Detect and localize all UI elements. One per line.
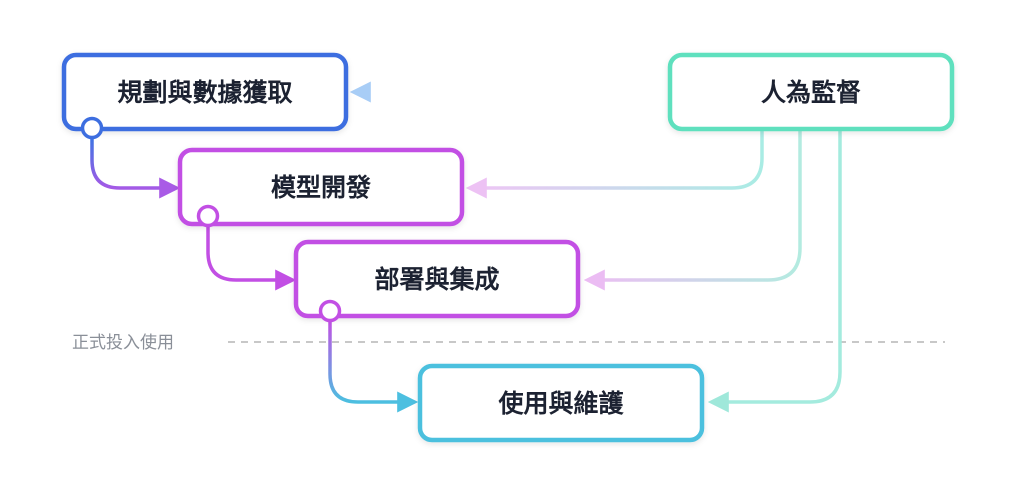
connector-planning-to-development xyxy=(90,138,181,199)
stage-operations: 使用與維護 xyxy=(417,363,705,443)
development-output-dot xyxy=(196,204,220,228)
production-label: 正式投入使用 xyxy=(72,332,174,353)
stage-deployment-label: 部署與集成 xyxy=(374,265,499,294)
oversight: 人為監督 xyxy=(667,52,955,132)
connector-oversight-to-development xyxy=(465,128,764,199)
stage-deployment: 部署與集成 xyxy=(293,239,581,319)
stage-planning: 規劃與數據獲取 xyxy=(61,52,349,132)
stage-deployment-box xyxy=(293,239,581,319)
oversight-box xyxy=(667,52,955,132)
stage-planning-box xyxy=(61,52,349,132)
connector-oversight-to-deployment xyxy=(583,128,802,291)
connector-development-to-deployment xyxy=(206,225,297,291)
stage-operations-label: 使用與維護 xyxy=(497,389,624,418)
stage-development: 模型開發 xyxy=(177,147,465,227)
deployment-output-dot xyxy=(318,299,342,323)
stage-planning-label: 規劃與數據獲取 xyxy=(117,78,292,107)
planning-output-dot xyxy=(80,116,104,140)
connector-oversight-to-operations xyxy=(707,128,842,413)
oversight-label: 人為監督 xyxy=(761,78,861,107)
stage-development-box xyxy=(177,147,465,227)
stage-operations-box xyxy=(417,363,705,443)
connector-deployment-to-operations xyxy=(328,320,419,413)
stage-development-label: 模型開發 xyxy=(271,173,371,202)
